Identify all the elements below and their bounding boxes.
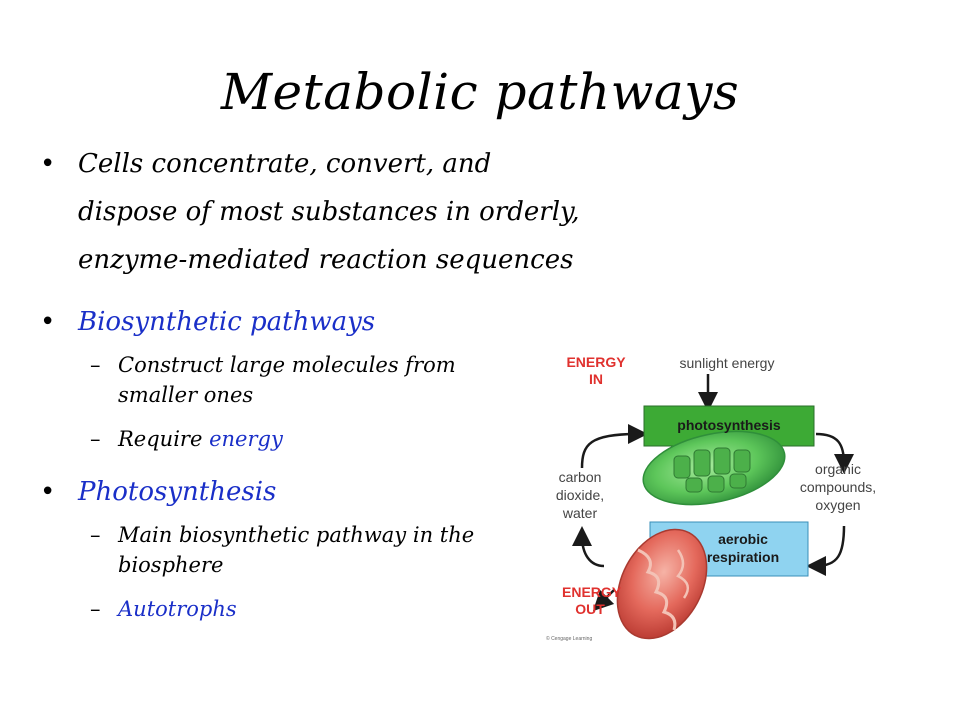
photosynthesis-label: photosynthesis <box>677 417 781 433</box>
dash-marker: – <box>90 597 101 621</box>
left-bottom-arrow <box>572 526 605 568</box>
dash-marker: – <box>90 353 101 377</box>
sub-bullet-item: – Require energy <box>40 424 580 454</box>
dash-marker: – <box>90 523 101 547</box>
slide-title: Metabolic pathways <box>220 63 740 121</box>
sub-bullet-text: Construct large molecules from smaller o… <box>118 350 538 410</box>
sunlight-energy-label: sunlight energy <box>679 355 775 371</box>
sub-bullet-text: Main biosynthetic pathway in the biosphe… <box>118 520 558 580</box>
dash-marker: – <box>90 427 101 451</box>
right-bottom-arrow <box>806 525 846 576</box>
bullet-text: Cells concentrate, convert, and dispose … <box>78 149 580 275</box>
chloroplast-icon <box>642 430 786 506</box>
mitochondrion-icon <box>616 528 708 640</box>
aerobic-respiration-label: aerobic respiration <box>706 531 780 565</box>
sub-text: Require <box>118 427 210 451</box>
energy-cycle-diagram: ENERGY IN sunlight energy photosynthesis… <box>538 340 898 650</box>
bullet-dot: • <box>40 477 56 507</box>
sub-bullet-item: – Autotrophs <box>40 594 580 624</box>
left-top-arrow <box>580 424 648 469</box>
energy-in-label: ENERGY IN <box>566 354 626 387</box>
bullet-text: Biosynthetic pathways <box>78 307 376 337</box>
sub-bullet-text: Autotrophs <box>118 594 580 624</box>
diagram-graphics <box>572 374 854 640</box>
carbon-dioxide-label: carbon dioxide, water <box>555 469 605 521</box>
bullet-dot: • <box>40 149 56 179</box>
emphasis-text: Autotrophs <box>118 597 237 621</box>
sub-text: Main biosynthetic pathway in the biosphe… <box>118 523 475 577</box>
organic-compounds-label: organic compounds, oxygen <box>799 461 877 513</box>
energy-out-arrow <box>592 589 615 612</box>
emphasis-text: energy <box>209 427 283 451</box>
bullet-list: • Cells concentrate, convert, and dispos… <box>40 140 580 624</box>
sub-bullet-item: – Construct large molecules from smaller… <box>40 350 538 410</box>
energy-out-label: ENERGY OUT <box>562 584 622 617</box>
bullet-item: • Photosynthesis <box>40 468 580 516</box>
copyright-credit: © Cengage Learning <box>546 636 593 642</box>
sub-text: Construct large molecules from smaller o… <box>118 353 456 407</box>
bullet-text: Photosynthesis <box>78 477 277 507</box>
sub-bullet-text: Require energy <box>118 424 580 454</box>
bullet-item: • Biosynthetic pathways <box>40 298 580 346</box>
sub-bullet-item: – Main biosynthetic pathway in the biosp… <box>40 520 558 580</box>
bullet-item: • Cells concentrate, convert, and dispos… <box>40 140 580 284</box>
right-top-arrow <box>815 432 854 474</box>
bullet-dot: • <box>40 307 56 337</box>
